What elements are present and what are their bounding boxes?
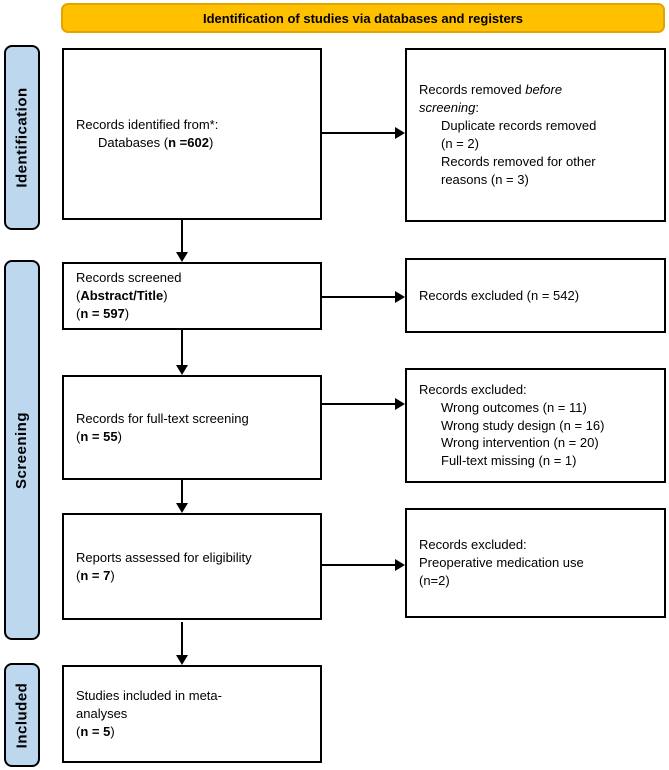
arrow-fulltext-to-excluded xyxy=(322,398,405,410)
box-text-line: Records removed for other xyxy=(441,153,596,169)
box-text-line: screening: xyxy=(419,100,479,116)
box-text-line: Full-text missing (n = 1) xyxy=(441,453,577,469)
arrow-fulltext-to-assessed xyxy=(176,480,188,513)
box-text-line: Records excluded: xyxy=(419,381,527,397)
arrow-screened-to-fulltext xyxy=(176,330,188,375)
arrow-assessed-to-excluded xyxy=(322,559,405,571)
stage-label-screening: Screening xyxy=(13,411,31,489)
box-text-line: (n = 597) xyxy=(76,305,130,321)
box-text-line: Reports assessed for eligibility xyxy=(76,549,252,565)
box-text-line: Records removed before xyxy=(419,82,563,98)
stage-label-identification: Identification xyxy=(13,87,31,188)
box-text-line: analyses xyxy=(76,706,128,722)
banner-title: Identification of studies via databases … xyxy=(61,3,665,33)
box-records-identified: Records identified from*: Databases (n =6… xyxy=(62,48,322,220)
box-text-line: Wrong outcomes (n = 11) xyxy=(441,399,587,415)
box-records-excluded-screening: Records excluded (n = 542) xyxy=(405,258,666,333)
box-text-line: Studies included in meta- xyxy=(76,688,222,704)
box-text-line: Wrong intervention (n = 20) xyxy=(441,435,599,451)
box-text-line: (n = 5) xyxy=(76,723,115,739)
box-text-line: Records excluded: xyxy=(419,537,527,553)
box-records-fulltext-screening: Records for full-text screening (n = 55) xyxy=(62,375,322,480)
box-text-line: Records screened xyxy=(76,270,182,286)
box-studies-included: Studies included in meta-analyses(n = 5) xyxy=(62,665,322,763)
box-text-line: (n = 55) xyxy=(76,428,122,444)
box-text-line: (Abstract/Title) xyxy=(76,288,168,304)
box-text-line: Records excluded (n = 542) xyxy=(419,287,580,303)
box-text-line: Preoperative medication use xyxy=(419,555,584,571)
stage-bar-identification: Identification xyxy=(4,45,40,230)
box-text-line: Duplicate records removed xyxy=(441,118,597,134)
arrow-assessed-to-included xyxy=(176,622,188,665)
box-text-line: Databases (n =602) xyxy=(98,135,214,150)
stage-bar-included: Included xyxy=(4,663,40,767)
box-text-line: Records identified from*: xyxy=(76,117,219,133)
arrow-screened-to-excluded xyxy=(321,291,405,303)
box-reports-assessed: Reports assessed for eligibility (n = 7) xyxy=(62,513,322,620)
stage-label-included: Included xyxy=(13,682,31,748)
box-records-excluded-fulltext: Records excluded: Wrong outcomes (n = 11)… xyxy=(405,368,666,483)
box-text-line: Records for full-text screening xyxy=(76,410,249,426)
box-text-line: (n = 2) xyxy=(441,136,479,151)
box-text-line: (n=2) xyxy=(419,572,450,588)
box-text-line: Wrong study design (n = 16) xyxy=(441,417,605,433)
box-records-excluded-eligibility: Records excluded: Preoperative medication… xyxy=(405,508,666,618)
box-records-screened: Records screened (Abstract/Title)(n = 597… xyxy=(62,262,322,330)
arrow-identified-to-screened xyxy=(176,220,188,262)
stage-bar-screening: Screening xyxy=(4,260,40,640)
box-text-line: reasons (n = 3) xyxy=(441,171,529,187)
arrow-identified-to-removed xyxy=(322,127,405,139)
box-records-removed-before-screening: Records removed before screening: Duplicat… xyxy=(405,48,666,222)
box-text-line: (n = 7) xyxy=(76,567,115,583)
